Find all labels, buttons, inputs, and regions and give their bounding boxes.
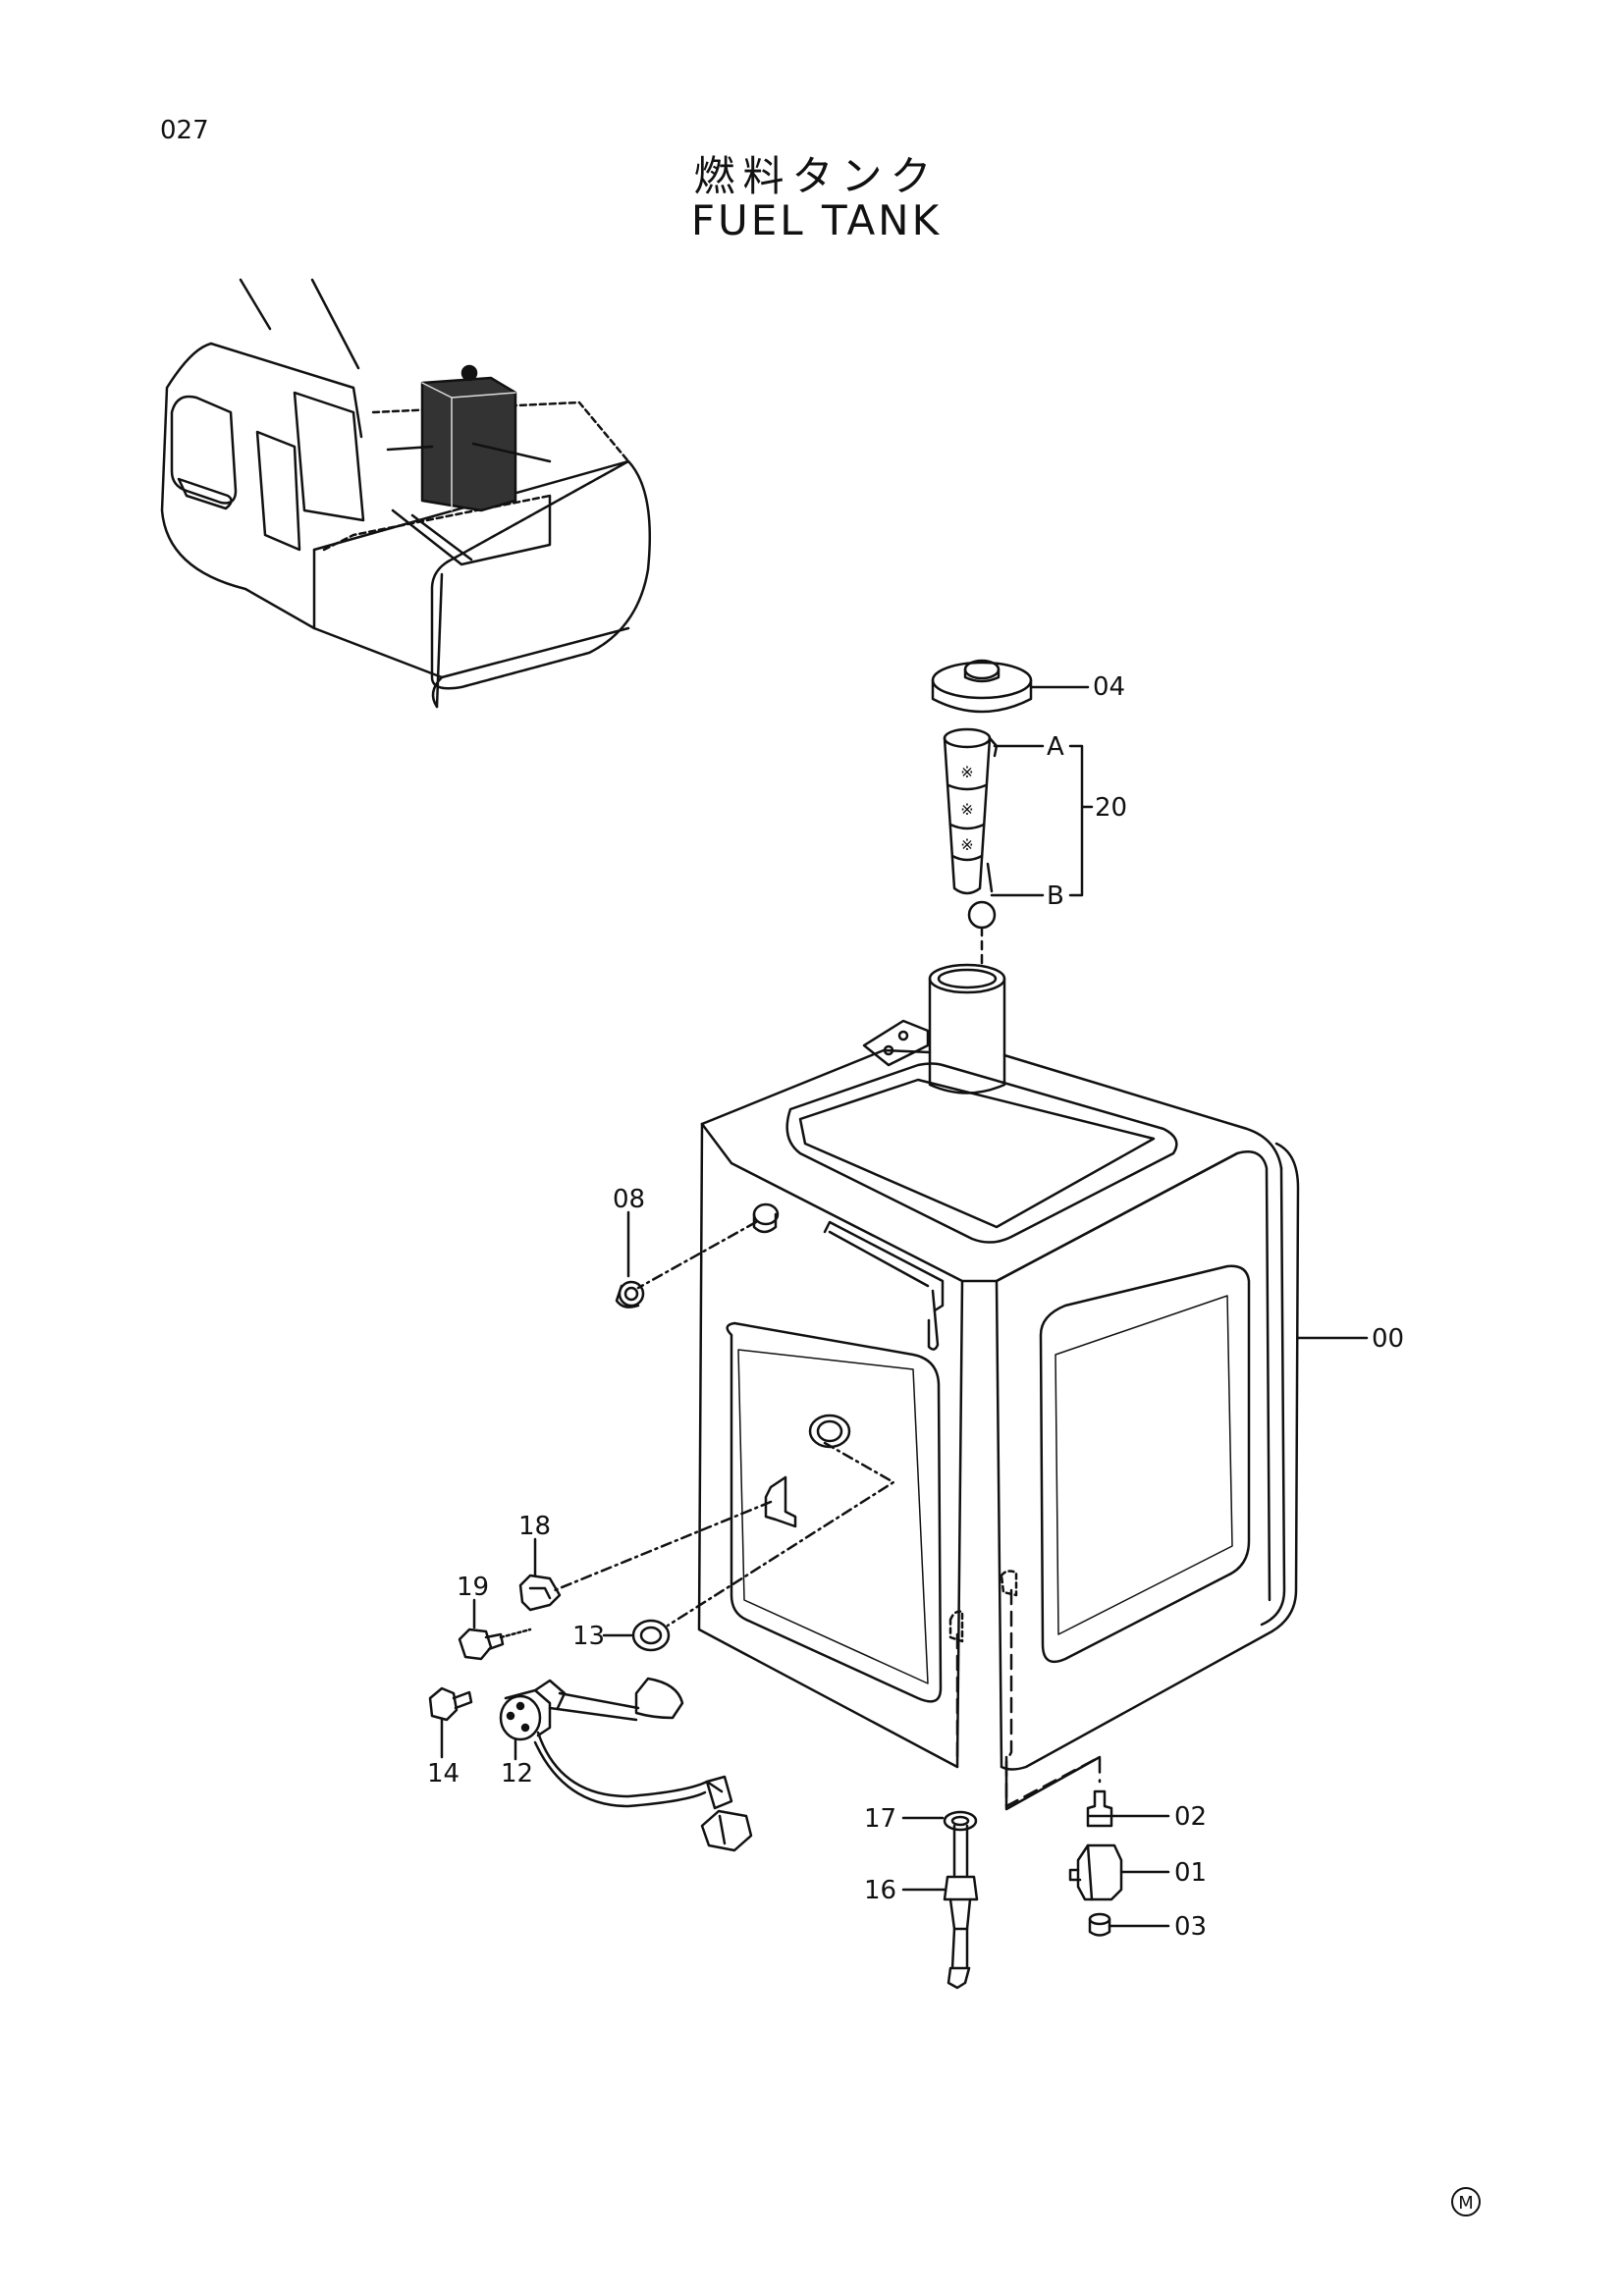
callout-01: 01 xyxy=(1174,1858,1207,1888)
part-01-valve xyxy=(1068,1843,1123,1901)
guide-line-02 xyxy=(1004,1755,1102,1811)
callout-16: 16 xyxy=(864,1876,896,1905)
callout-13: 13 xyxy=(572,1622,605,1651)
centerline-18 xyxy=(553,1500,773,1592)
callout-14: 14 xyxy=(427,1759,460,1789)
part-12-fuel-sender xyxy=(499,1677,753,1852)
title-english: FUEL TANK xyxy=(690,196,943,244)
part-14-bolt xyxy=(428,1686,473,1722)
callout-03: 03 xyxy=(1174,1912,1207,1942)
part-18-clip xyxy=(518,1574,562,1612)
svg-text:※: ※ xyxy=(960,763,973,781)
part-19-bolt xyxy=(458,1628,532,1661)
part-08-plug xyxy=(615,1280,645,1308)
bracket-20 xyxy=(1068,744,1094,897)
svg-text:※: ※ xyxy=(960,835,973,854)
excavator-locator-view xyxy=(160,278,651,709)
callout-B: B xyxy=(1047,881,1064,911)
part-02-fitting xyxy=(1086,1789,1113,1828)
centerline-02 xyxy=(1004,1588,1102,1808)
part-17-washer xyxy=(943,1810,978,1832)
callout-02: 02 xyxy=(1174,1802,1207,1832)
callout-12: 12 xyxy=(501,1759,533,1789)
callout-08: 08 xyxy=(613,1185,645,1214)
centerline-08 xyxy=(636,1220,758,1290)
highlighted-fuel-tank-icon xyxy=(420,364,517,512)
centerline-13 xyxy=(666,1441,895,1628)
callout-17: 17 xyxy=(864,1804,896,1834)
callout-A: A xyxy=(1047,732,1064,762)
fuel-strainer: ※ ※ ※ xyxy=(943,727,999,930)
footer-circled-mark: M xyxy=(1451,2187,1481,2216)
title-japanese: 燃料タンク xyxy=(693,152,940,200)
callout-20: 20 xyxy=(1095,793,1127,823)
part-03-cap xyxy=(1088,1912,1111,1937)
svg-text:※: ※ xyxy=(960,800,973,819)
part-16-drain-cock xyxy=(943,1824,979,1990)
callout-00: 00 xyxy=(1372,1324,1404,1354)
callout-18: 18 xyxy=(518,1512,551,1541)
callout-04: 04 xyxy=(1093,672,1125,702)
part-13-ring xyxy=(631,1619,671,1652)
page-number: 027 xyxy=(160,116,209,145)
fuel-cap xyxy=(931,659,1033,714)
callout-19: 19 xyxy=(457,1573,489,1602)
fuel-tank-body xyxy=(697,963,1300,1771)
